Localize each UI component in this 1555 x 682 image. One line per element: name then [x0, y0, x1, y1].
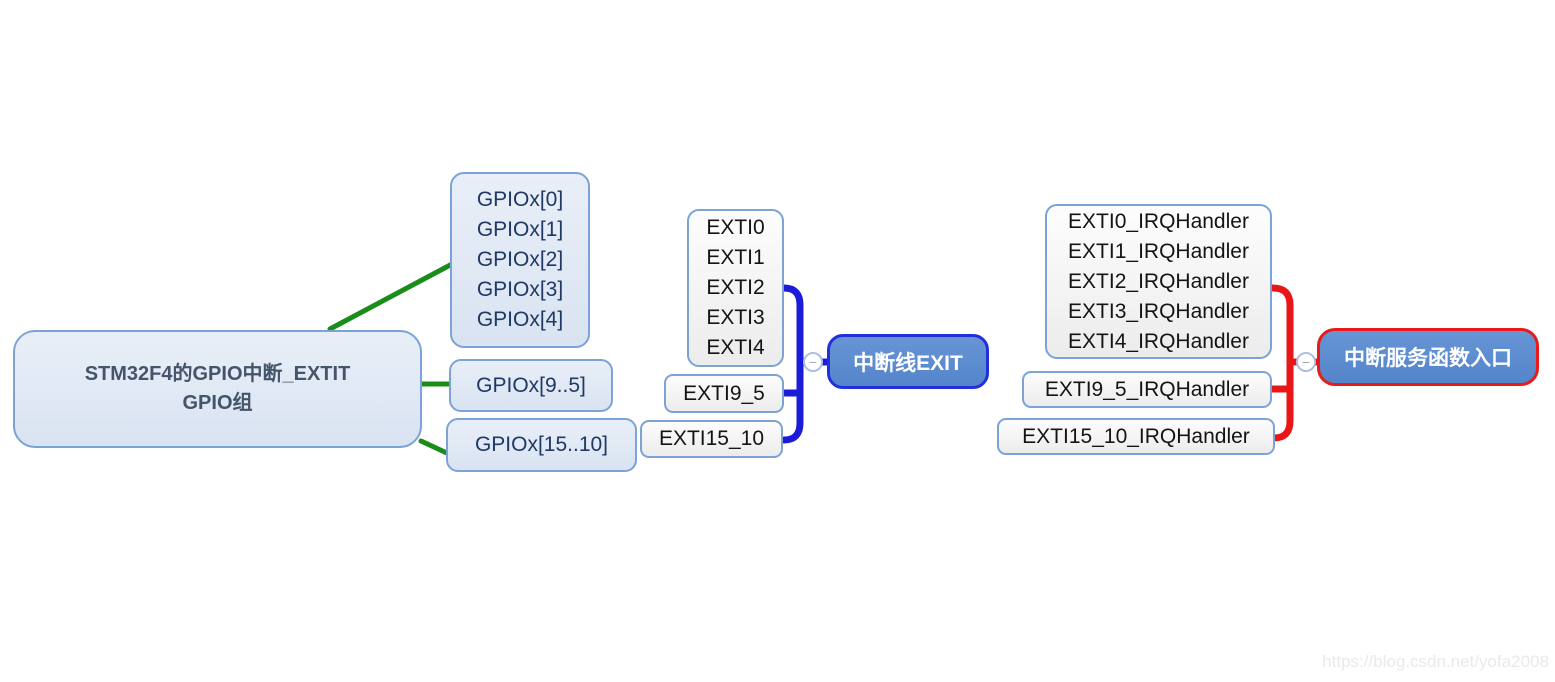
irq-handler-label: EXTI3_IRQHandler [1068, 299, 1249, 323]
node-exti-line-15-10[interactable]: EXTI15_10 [640, 420, 783, 458]
root-node-gpio-group[interactable]: STM32F4的GPIO中断_EXTIT GPIO组 [13, 330, 422, 448]
node-exti-line-9-5[interactable]: EXTI9_5 [664, 374, 784, 413]
node-exti-hub[interactable]: 中断线EXIT [827, 334, 989, 389]
irq-handler-label: EXTI0_IRQHandler [1068, 209, 1249, 233]
gpio-pin-label: GPIOx[9..5] [476, 373, 586, 397]
node-gpio-pins-9-5[interactable]: GPIOx[9..5] [449, 359, 613, 412]
gpio-pin-label: GPIOx[3] [476, 278, 564, 301]
gpio-pin-label: GPIOx[1] [476, 218, 564, 241]
irq-hub-label: 中断服务函数入口 [1344, 347, 1512, 370]
irq-handler-label: EXTI4_IRQHandler [1068, 329, 1249, 353]
root-node-title-line2: GPIO组 [182, 392, 253, 414]
gpio-pin-label: GPIOx[2] [476, 248, 564, 271]
exti-line-label: EXTI2 [706, 276, 765, 299]
node-irq-handlers-0-4[interactable]: EXTI0_IRQHandler EXTI1_IRQHandler EXTI2_… [1045, 204, 1272, 359]
irq-handler-label: EXTI15_10_IRQHandler [1022, 424, 1250, 448]
exti-line-label: EXTI3 [706, 306, 765, 329]
exti-line-label: EXTI9_5 [683, 381, 765, 405]
exti-line-label: EXTI1 [706, 246, 765, 269]
node-gpio-pins-15-10[interactable]: GPIOx[15..10] [446, 418, 637, 472]
minus-icon: − [808, 354, 818, 370]
irq-handler-label: EXTI2_IRQHandler [1068, 269, 1249, 293]
irq-handler-label: EXTI1_IRQHandler [1068, 239, 1249, 263]
node-irq-handler-15-10[interactable]: EXTI15_10_IRQHandler [997, 418, 1275, 455]
gpio-pin-label: GPIOx[0] [476, 188, 564, 211]
irq-handler-label: EXTI9_5_IRQHandler [1044, 377, 1250, 401]
exti-line-label: EXTI15_10 [658, 427, 765, 450]
collapse-toggle-irq-hub[interactable]: − [1296, 352, 1316, 372]
exti-line-label: EXTI0 [706, 216, 765, 239]
node-exti-lines-0-4[interactable]: EXTI0 EXTI1 EXTI2 EXTI3 EXTI4 [687, 209, 784, 367]
node-gpio-pins-0-4[interactable]: GPIOx[0] GPIOx[1] GPIOx[2] GPIOx[3] GPIO… [450, 172, 590, 348]
gpio-pin-label: GPIOx[15..10] [474, 433, 609, 456]
root-node-title-line1: STM32F4的GPIO中断_EXTIT [84, 363, 351, 385]
collapse-toggle-exti-hub[interactable]: − [803, 352, 823, 372]
node-irq-handler-9-5[interactable]: EXTI9_5_IRQHandler [1022, 371, 1272, 408]
node-irq-hub[interactable]: 中断服务函数入口 [1317, 328, 1539, 386]
watermark-url: https://blog.csdn.net/yofa2008 [1322, 652, 1549, 671]
minus-icon: − [1301, 354, 1311, 370]
exti-line-label: EXTI4 [706, 336, 765, 359]
exti-hub-label: 中断线EXIT [853, 351, 963, 375]
gpio-pin-label: GPIOx[4] [476, 308, 564, 331]
